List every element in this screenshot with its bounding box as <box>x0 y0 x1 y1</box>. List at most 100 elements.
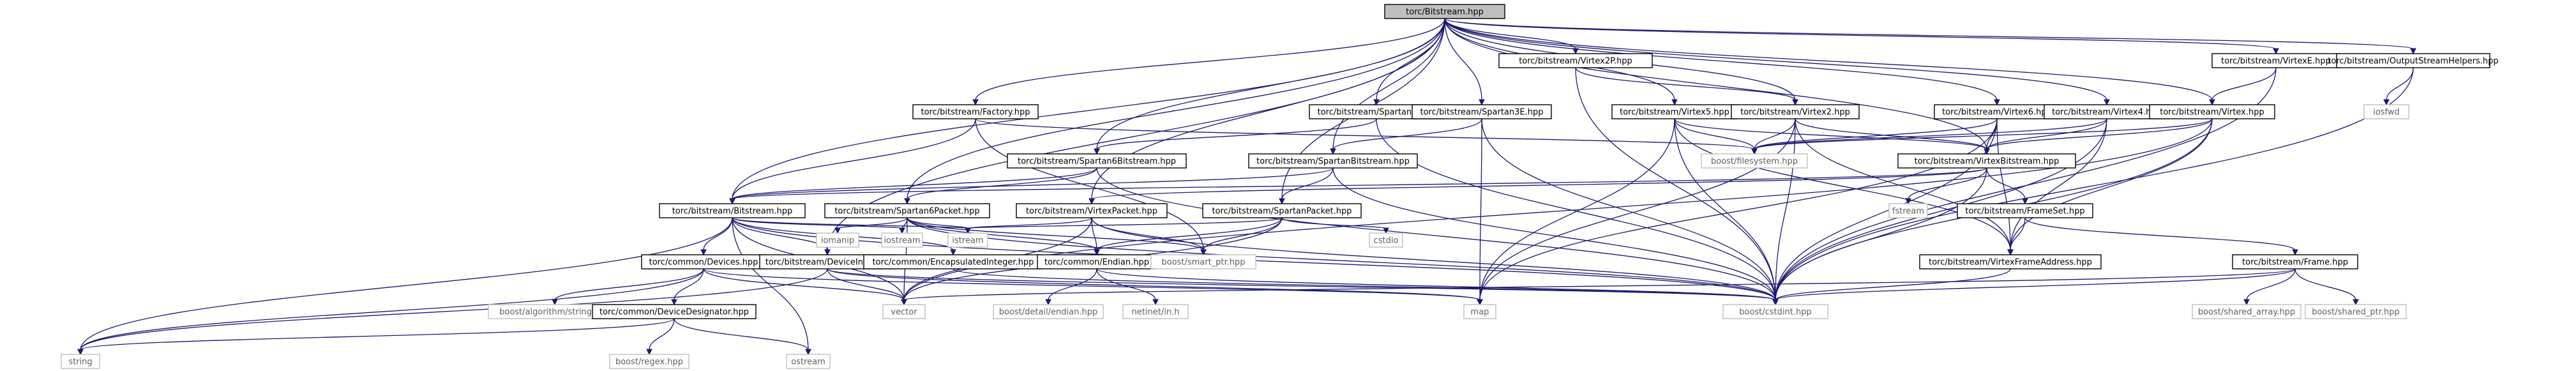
edge-devices-to-devdesig <box>671 268 704 306</box>
edge-vbs-to-frameset <box>1986 167 2028 205</box>
node-box <box>61 354 100 369</box>
node-torc-bitstream-frame-hpp[interactable]: torc/bitstream/Frame.hpp <box>2232 254 2358 269</box>
node-boost-smart-ptr-hpp: boost/smart_ptr.hpp <box>1150 254 1256 269</box>
edge-arrowhead <box>904 198 910 205</box>
node-label: netinet/in.h <box>1132 308 1180 317</box>
edge-arrowhead <box>972 99 979 106</box>
node-label: torc/bitstream/VirtexPacket.hpp <box>1026 207 1157 216</box>
edge-s6packet-to-iomanip <box>834 217 908 234</box>
edge-line <box>1091 217 1097 251</box>
edge-line <box>1775 118 1796 301</box>
edge-line <box>1332 167 1776 301</box>
node-torc-bitstream-virtex2p-hpp[interactable]: torc/bitstream/Virtex2P.hpp <box>1498 53 1653 68</box>
edge-arrowhead <box>824 249 831 256</box>
edge-arrowhead <box>1477 299 1483 306</box>
edge-line <box>80 268 704 351</box>
edge-line <box>1281 217 1387 229</box>
edge-line <box>1096 217 1283 251</box>
node-torc-bitstream-spartan6-hpp[interactable]: torc/bitstream/Spartan6.hpp <box>1309 104 1444 119</box>
node-torc-bitstream-virtex5-hpp[interactable]: torc/bitstream/Virtex5.hpp <box>1611 104 1738 119</box>
edge-arrowhead <box>1200 249 1207 256</box>
node-iomanip: iomanip <box>816 232 859 248</box>
edge-line <box>1048 268 1097 301</box>
node-box <box>947 232 988 248</box>
node-torc-bitstream-virtex2-hpp[interactable]: torc/bitstream/Virtex2.hpp <box>1731 104 1860 119</box>
edge-arrowhead <box>1994 99 2000 106</box>
edge-line <box>1908 167 1987 200</box>
edge-line <box>1986 167 2026 200</box>
edge-arrowhead <box>1045 299 1051 306</box>
node-boost-shared-array-hpp: boost/shared_array.hpp <box>2192 304 2301 319</box>
node-torc-common-encapsulatedinteger-hpp[interactable]: torc/common/EncapsulatedInteger.hpp <box>863 254 1043 269</box>
node-torc-bitstream-spartan3e-hpp[interactable]: torc/bitstream/Spartan3E.hpp <box>1412 104 1552 119</box>
edge-virtex-to-vfa <box>2007 118 2213 256</box>
edge-line <box>732 118 976 200</box>
edge-line <box>2294 268 2356 301</box>
node-torc-bitstream-hpp[interactable]: torc/Bitstream.hpp <box>1384 4 1505 19</box>
edge-root-to-devinfo <box>824 18 1445 256</box>
edge-line <box>1444 18 1987 150</box>
node-box <box>2363 104 2409 119</box>
edge-arrowhead <box>1479 99 1485 106</box>
edge-line <box>649 318 675 351</box>
edge-arrowhead <box>1279 198 1285 205</box>
node-torc-bitstream-bitstream-hpp[interactable]: torc/bitstream/Bitstream.hpp <box>659 203 806 218</box>
node-torc-bitstream-virtexframeaddress-hpp[interactable]: torc/bitstream/VirtexFrameAddress.hpp <box>1919 254 2102 269</box>
node-box <box>1369 232 1403 248</box>
node-box <box>1957 203 2093 218</box>
node-torc-bitstream-virtex4-hpp[interactable]: torc/bitstream/Virtex4.hpp <box>2044 104 2170 119</box>
node-torc-common-endian-hpp[interactable]: torc/common/Endian.hpp <box>1037 254 1157 269</box>
edge-line <box>2246 268 2296 301</box>
edge-devdesig-to-regex <box>646 318 675 356</box>
edge-arrowhead <box>834 227 841 234</box>
node-torc-bitstream-spartan6bitstream-hpp[interactable]: torc/bitstream/Spartan6Bitstream.hpp <box>1007 153 1187 169</box>
edge-spacket-to-endian <box>1094 217 1283 256</box>
edge-line <box>1096 167 1776 301</box>
node-label: boost/shared_ptr.hpp <box>2312 308 2400 317</box>
node-torc-common-devices-hpp[interactable]: torc/common/Devices.hpp <box>641 254 766 269</box>
node-torc-bitstream-virtexbitstream-hpp[interactable]: torc/bitstream/VirtexBitstream.hpp <box>1897 153 2076 169</box>
edge-line <box>975 118 1755 150</box>
edge-line <box>2010 217 2026 251</box>
node-box <box>1498 53 1653 68</box>
edge-devinfo-to-vector <box>827 268 907 306</box>
node-box <box>993 304 1104 319</box>
edge-arrowhead <box>700 249 707 256</box>
node-torc-bitstream-spartan6packet-hpp[interactable]: torc/bitstream/Spartan6Packet.hpp <box>824 203 990 218</box>
edge-line <box>1674 118 1987 150</box>
node-torc-bitstream-virtex6-hpp[interactable]: torc/bitstream/Virtex6.hpp <box>1934 104 2060 119</box>
node-box <box>609 354 689 369</box>
node-label: torc/bitstream/Factory.hpp <box>921 108 1030 117</box>
node-torc-bitstream-spartanpacket-hpp[interactable]: torc/bitstream/SpartanPacket.hpp <box>1202 203 1362 218</box>
node-ostream: ostream <box>786 354 831 369</box>
edge-line <box>732 18 1445 200</box>
node-torc-bitstream-virtexpacket-hpp[interactable]: torc/bitstream/VirtexPacket.hpp <box>1016 203 1168 218</box>
edge-s6packet-to-iostream <box>899 217 908 234</box>
node-torc-bitstream-virtex-hpp[interactable]: torc/bitstream/Virtex.hpp <box>2149 104 2275 119</box>
edge-arrowhead <box>2292 249 2298 256</box>
edge-virtex5-to-map <box>1477 118 1675 306</box>
edge-arrowhead <box>950 249 956 256</box>
edge-line <box>1444 18 1482 101</box>
edge-arrowhead <box>965 227 971 234</box>
node-box <box>912 104 1039 119</box>
edge-virtex-to-bfs <box>1751 118 2213 155</box>
edge-arrowhead <box>2209 99 2215 106</box>
node-torc-bitstream-virtexe-hpp[interactable]: torc/bitstream/VirtexE.hpp <box>2211 53 2340 68</box>
node-label: boost/cstdint.hpp <box>1739 308 1812 317</box>
node-torc-bitstream-outputstreamhelpers-hpp[interactable]: torc/bitstream/OutputStreamHelpers.hpp <box>2328 53 2499 68</box>
node-torc-bitstream-spartanbitstream-hpp[interactable]: torc/bitstream/SpartanBitstream.hpp <box>1248 153 1418 169</box>
node-torc-common-devicedesignator-hpp[interactable]: torc/common/DeviceDesignator.hpp <box>592 304 757 319</box>
node-box <box>1888 203 1928 218</box>
edge-frame-to-sharray <box>2243 268 2296 306</box>
edge-line <box>1996 118 2011 251</box>
edge-line <box>2024 217 2296 251</box>
node-torc-bitstream-factory-hpp[interactable]: torc/bitstream/Factory.hpp <box>912 104 1039 119</box>
edge-devices-to-balgo <box>552 268 704 306</box>
node-boost-algorithm-string-hpp: boost/algorithm/string.hpp <box>488 304 622 319</box>
edge-line <box>1986 118 2107 150</box>
node-vector: vector <box>882 304 926 319</box>
node-torc-bitstream-frameset-hpp[interactable]: torc/bitstream/FrameSet.hpp <box>1957 203 2093 218</box>
edge-line <box>1775 268 2296 301</box>
edge-line <box>1775 118 1998 301</box>
